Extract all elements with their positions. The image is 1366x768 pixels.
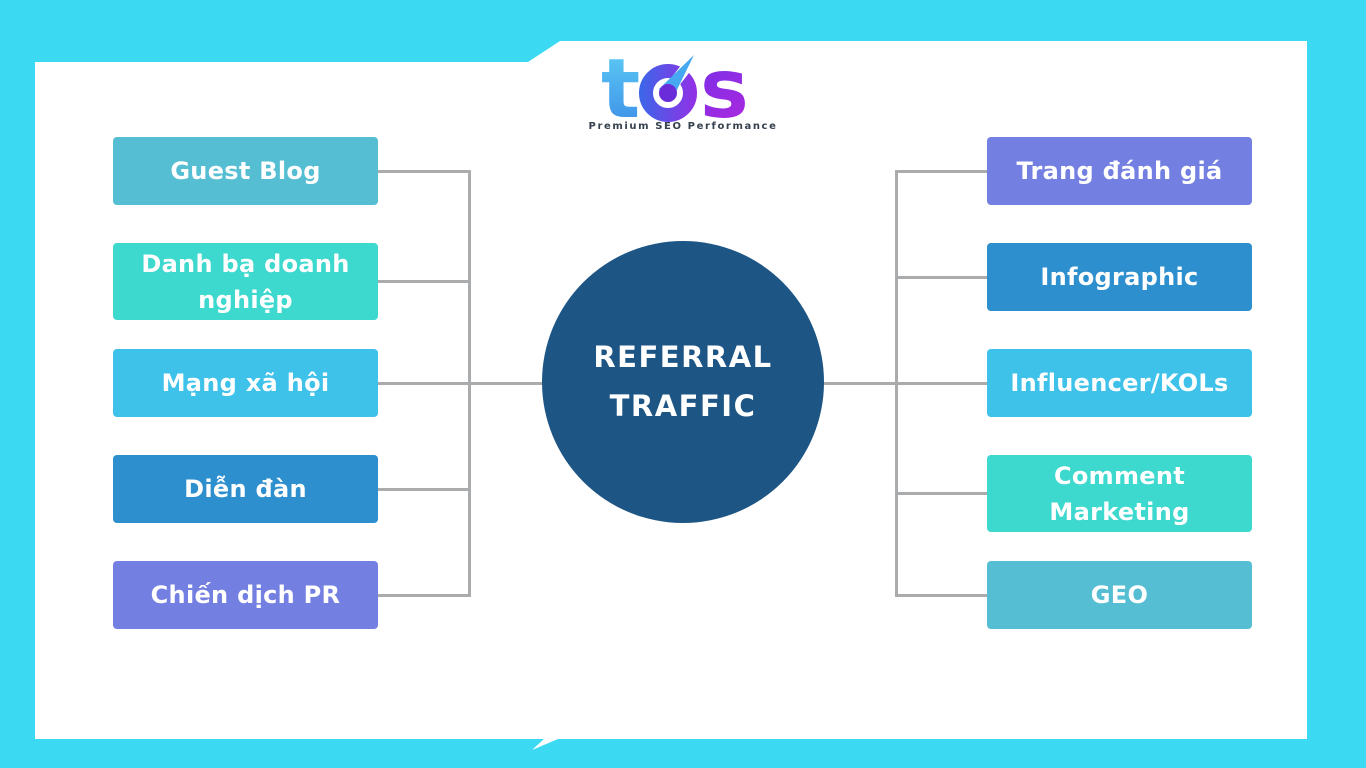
- node-comment-marketing: Comment Marketing: [987, 455, 1252, 532]
- node-label: Comment Marketing: [1049, 461, 1190, 526]
- node-danh-ba-doanh-nghiep: Danh bạ doanh nghiệp: [113, 243, 378, 320]
- connector-right-4: [896, 492, 987, 495]
- node-mang-xa-hoi: Mạng xã hội: [113, 349, 378, 417]
- center-node-referral-traffic: REFERRAL TRAFFIC: [542, 241, 824, 523]
- logo-letter-t: t: [601, 52, 640, 124]
- center-node-line1: REFERRAL: [593, 340, 773, 374]
- node-infographic: Infographic: [987, 243, 1252, 311]
- connector-right-2: [896, 276, 987, 279]
- logo-letter-s: s: [700, 52, 749, 124]
- node-dien-dan: Diễn đàn: [113, 455, 378, 523]
- connector-left-3: [378, 382, 470, 385]
- connector-right-center-link: [820, 382, 897, 385]
- node-label: Influencer/KOLs: [1010, 369, 1229, 397]
- connector-right-3: [896, 382, 987, 385]
- node-label: Diễn đàn: [184, 475, 307, 503]
- connector-left-center-link: [470, 382, 548, 385]
- node-label: Danh bạ doanh nghiệp: [141, 249, 350, 314]
- node-trang-danh-gia: Trang đánh giá: [987, 137, 1252, 205]
- node-label: Guest Blog: [170, 157, 321, 185]
- node-geo: GEO: [987, 561, 1252, 629]
- node-chien-dich-pr: Chiến dịch PR: [113, 561, 378, 629]
- node-label: GEO: [1090, 581, 1149, 609]
- connector-right-5: [896, 594, 987, 597]
- connector-left-1: [378, 170, 470, 173]
- center-node-line2: TRAFFIC: [609, 389, 757, 423]
- connector-left-4: [378, 488, 470, 491]
- connector-left-2: [378, 280, 470, 283]
- node-label: Chiến dịch PR: [150, 581, 341, 609]
- node-influencer-kols: Influencer/KOLs: [987, 349, 1252, 417]
- node-label: Mạng xã hội: [161, 369, 330, 397]
- node-guest-blog: Guest Blog: [113, 137, 378, 205]
- node-label: Infographic: [1040, 263, 1199, 291]
- connector-right-1: [896, 170, 987, 173]
- logo-target-icon: [639, 52, 701, 122]
- connector-left-spine: [468, 170, 471, 597]
- logo-tagline: Premium SEO Performance: [588, 121, 778, 132]
- tos-logo: t s: [601, 52, 749, 124]
- node-label: Trang đánh giá: [1016, 157, 1223, 185]
- connector-left-5: [378, 594, 470, 597]
